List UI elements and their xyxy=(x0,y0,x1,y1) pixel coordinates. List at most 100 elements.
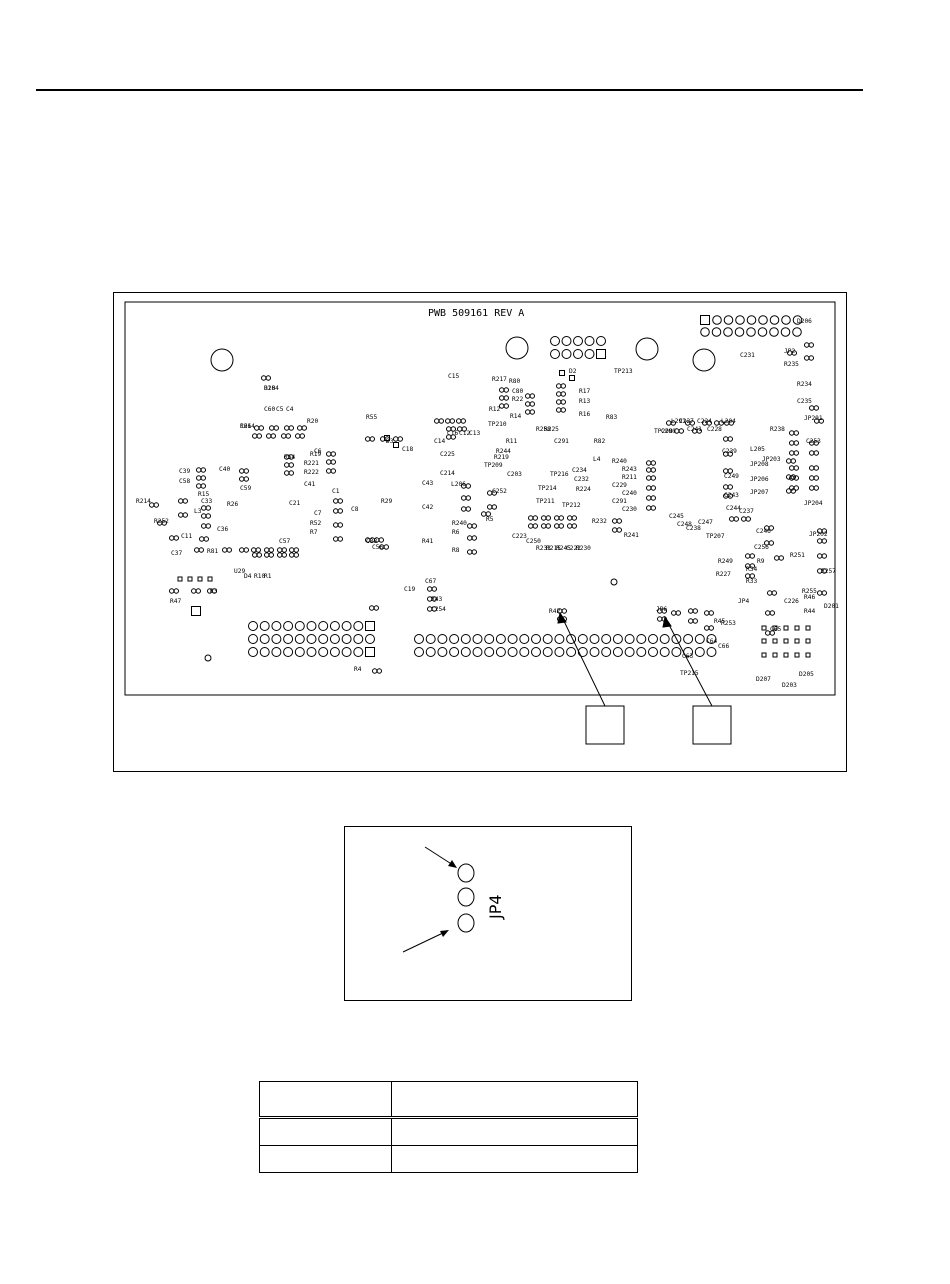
component-label: R240 xyxy=(612,458,627,465)
component-pad xyxy=(431,606,437,612)
component-label: R26 xyxy=(227,501,238,508)
header-pad xyxy=(566,634,577,644)
component-label: C7 xyxy=(314,510,322,517)
component-pad xyxy=(650,505,656,511)
component-label: R34 xyxy=(746,566,757,573)
header-pad xyxy=(341,634,352,644)
smd-pad xyxy=(794,638,800,644)
component-label: C238 xyxy=(686,525,701,532)
component-label: JP207 xyxy=(750,489,769,496)
component-pad xyxy=(808,355,814,361)
header-pad xyxy=(648,634,658,644)
component-pad xyxy=(199,536,205,542)
header-pad xyxy=(746,315,757,325)
component-pad xyxy=(369,436,375,442)
header-pad xyxy=(780,327,791,337)
component-pad xyxy=(461,426,467,432)
component-label: R234 xyxy=(797,381,812,388)
component-label: R6 xyxy=(452,529,460,536)
component-pad xyxy=(182,512,189,518)
component-pad xyxy=(708,625,714,631)
header-pad xyxy=(723,327,733,337)
component-pad xyxy=(733,516,739,522)
component-pad xyxy=(330,451,337,457)
component-pad xyxy=(813,475,819,481)
component-pad xyxy=(284,462,290,468)
component-label: R5 xyxy=(486,516,494,523)
header-pad xyxy=(306,634,317,644)
header-pad xyxy=(271,621,282,631)
header-pad xyxy=(329,634,340,644)
component-label: C240 xyxy=(622,490,637,497)
component-label: C37 xyxy=(171,550,182,557)
component-label: R249 xyxy=(718,558,733,565)
component-label: R245 xyxy=(556,545,571,552)
header-pad xyxy=(706,647,717,657)
component-label: C252 xyxy=(492,488,507,495)
component-pad xyxy=(281,433,287,439)
component-pad xyxy=(560,407,566,413)
header-pad xyxy=(734,327,745,337)
component-pad xyxy=(251,547,257,553)
header-pad xyxy=(495,634,506,644)
component-label: R217 xyxy=(492,376,507,383)
component-label: R12 xyxy=(489,406,500,413)
table-row xyxy=(259,1117,638,1146)
header-pad xyxy=(671,634,682,644)
component-pad xyxy=(554,515,560,521)
component-pad xyxy=(661,616,667,622)
component-label: R81 xyxy=(207,548,218,555)
detail-arrowhead-top xyxy=(448,860,457,868)
component-pad xyxy=(203,536,210,542)
component-pad xyxy=(688,608,694,614)
component-label: C244 xyxy=(726,505,741,512)
component-pad xyxy=(612,518,618,524)
component-pad xyxy=(200,483,207,489)
component-label: C21 xyxy=(289,500,300,507)
component-pad xyxy=(809,450,815,456)
mounting-hole xyxy=(210,348,234,372)
component-label: C43 xyxy=(422,480,433,487)
component-pad xyxy=(326,459,332,465)
component-pad xyxy=(532,515,538,521)
component-pad xyxy=(277,552,283,558)
component-label: JP206 xyxy=(750,476,769,483)
component-pad xyxy=(556,407,562,413)
component-pad xyxy=(809,465,815,471)
component-pad xyxy=(243,468,250,474)
component-pad xyxy=(397,436,403,442)
component-pad xyxy=(369,605,375,611)
component-label: R215 xyxy=(546,545,561,552)
header-pad xyxy=(519,634,530,644)
component-pad xyxy=(529,409,535,415)
component-label: TP213 xyxy=(614,368,633,375)
component-pad xyxy=(243,547,250,553)
header-pad xyxy=(283,621,294,631)
component-pad xyxy=(261,375,267,381)
component-label: C239 xyxy=(722,448,737,455)
component-pad xyxy=(727,451,733,457)
component-pad xyxy=(431,586,437,592)
component-label: R222 xyxy=(304,469,319,476)
component-pad xyxy=(255,547,262,553)
component-label: R235 xyxy=(784,361,799,368)
component-pad xyxy=(670,420,676,426)
component-label: C248 xyxy=(677,521,692,528)
component-pad xyxy=(198,547,205,553)
component-pad xyxy=(365,436,371,442)
component-label: C63 xyxy=(682,653,693,660)
header-pad xyxy=(306,621,317,631)
component-label: D4 xyxy=(244,573,252,580)
component-label: JP202 xyxy=(809,531,828,538)
component-pad xyxy=(821,528,827,534)
connector-pad xyxy=(573,349,583,359)
table-cell xyxy=(259,1145,392,1173)
component-label: C246 xyxy=(756,528,771,535)
component-pad xyxy=(196,467,202,473)
component-label: JP4 xyxy=(738,598,749,605)
component-pad xyxy=(284,425,290,431)
component-label: C1 xyxy=(332,488,340,495)
jp4-pin-2 xyxy=(457,887,475,907)
component-label: R11 xyxy=(506,438,517,445)
component-label: C18 xyxy=(402,446,413,453)
